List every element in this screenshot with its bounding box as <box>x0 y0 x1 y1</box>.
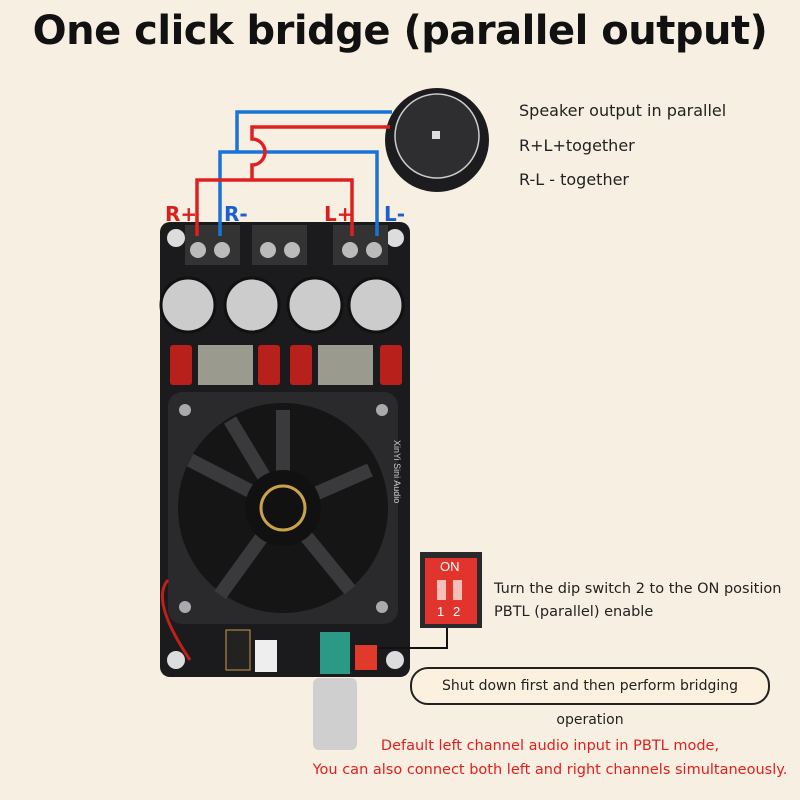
terminal-label-l-plus: L+ <box>324 202 354 226</box>
page-title: One click bridge (parallel output) <box>32 8 768 54</box>
speaker-note-2: R+L+together <box>519 136 635 155</box>
speaker <box>385 88 489 192</box>
terminal-label-r-minus: R- <box>224 202 248 226</box>
terminal-label-r-plus: R+ <box>165 202 198 226</box>
dip-note-1: Turn the dip switch 2 to the ON position <box>494 581 782 597</box>
dip-on-label: ON <box>440 559 460 574</box>
speaker-note-3: R-L - together <box>519 170 629 189</box>
dip-1-label: 1 <box>437 604 445 619</box>
board-brand: XinYi Sini Audio <box>392 440 402 504</box>
amplifier-board <box>159 222 410 677</box>
bridge-wiring <box>195 110 392 236</box>
bottom-note-1: Default left channel audio input in PBTL… <box>380 738 720 754</box>
dip-2-label: 2 <box>453 604 461 619</box>
warning-callout: Shut down first and then perform bridgin… <box>410 667 770 728</box>
terminal-label-l-minus: L- <box>384 202 406 226</box>
bottom-note-2: You can also connect both left and right… <box>312 762 788 778</box>
volume-knob <box>313 678 357 750</box>
dip-switch-closeup <box>378 552 482 649</box>
speaker-note-1: Speaker output in parallel <box>519 101 727 120</box>
dip-note-2: PBTL (parallel) enable <box>494 604 654 620</box>
